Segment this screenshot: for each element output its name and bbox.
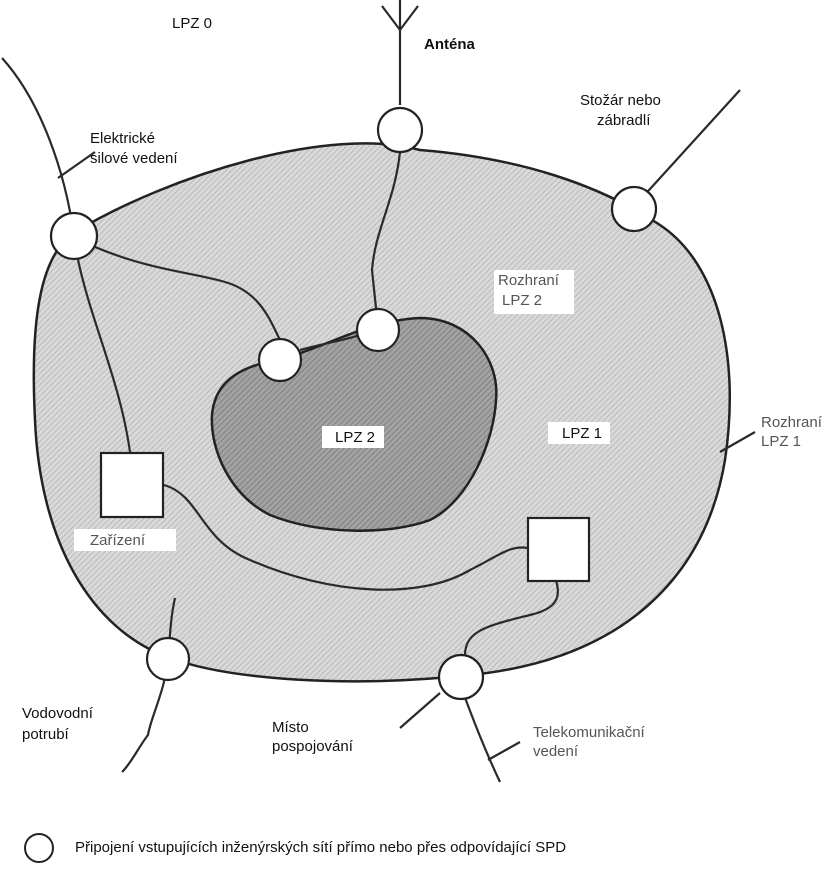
- water-pipe: [121, 597, 177, 773]
- bonding-circle-mast: [610, 185, 658, 233]
- antenna-prong-right: [399, 5, 419, 31]
- telecom-label-2: vedení: [533, 743, 579, 760]
- bonding-point-label-1: Místo: [272, 719, 309, 736]
- lpz1-label-bg: [548, 422, 610, 444]
- lpz2-boundary-label-1: Rozhraní: [498, 272, 560, 289]
- bonding-circle-telecom: [437, 653, 485, 701]
- power-line-label-2: silové vedení: [90, 150, 178, 167]
- power-line-to-lpz2: [94, 245, 281, 341]
- telecom-label-1: Telekomunikační: [533, 724, 646, 741]
- mast-label-2: zábradlí: [597, 112, 651, 129]
- antenna-label: Anténa: [424, 36, 475, 53]
- power-pointer: [57, 151, 96, 179]
- water-pipe-label-1: Vodovodní: [22, 705, 94, 722]
- bonding-circle-lpz2-left: [257, 337, 303, 383]
- bonding-circle-water: [145, 636, 191, 682]
- mast-railing: [639, 89, 741, 201]
- equipment-label-bg: [74, 529, 176, 551]
- bonding-circle-power: [49, 211, 99, 261]
- bonding-pointer: [399, 692, 441, 729]
- power-line-to-equipment: [75, 254, 132, 453]
- water-pipe-label-2: potrubí: [22, 726, 70, 743]
- legend-symbol: [24, 833, 54, 863]
- lpz2-boundary-label-bg: [494, 270, 574, 314]
- lpz1-boundary-label-2: LPZ 1: [761, 433, 801, 450]
- lpz1-boundary-pointer: [719, 431, 756, 453]
- equipment-link: [163, 483, 529, 591]
- power-line-label-1: Elektrické: [90, 130, 155, 147]
- telecom-to-device: [463, 579, 559, 656]
- antenna-cable: [370, 151, 402, 309]
- zone-label-lpz2: LPZ 2: [335, 429, 375, 446]
- legend-text: Připojení vstupujících inženýrských sítí…: [75, 839, 566, 856]
- zone-label-lpz1: LPZ 1: [562, 425, 602, 442]
- telecom-pointer: [487, 741, 521, 761]
- mast-label-1: Stožár nebo: [580, 92, 661, 109]
- equipment-label: Zařízení: [90, 532, 146, 549]
- antenna-prong-left: [381, 5, 401, 31]
- lpz2-boundary-label-2: LPZ 2: [502, 292, 542, 309]
- bonding-circle-antenna: [376, 106, 424, 154]
- telecom-external: [460, 689, 501, 783]
- power-line-external: [1, 57, 76, 237]
- lpz2-interconnect: [299, 333, 361, 352]
- bonding-circle-lpz2-right: [355, 307, 401, 353]
- bonding-point-label-2: pospojování: [272, 738, 354, 755]
- zone-label-lpz0: LPZ 0: [172, 15, 212, 32]
- lpz2-label-bg: [322, 426, 384, 448]
- equipment-box-right: [526, 516, 591, 583]
- equipment-box-left: [99, 451, 165, 519]
- lpz1-boundary-label-1: Rozhraní: [761, 414, 823, 431]
